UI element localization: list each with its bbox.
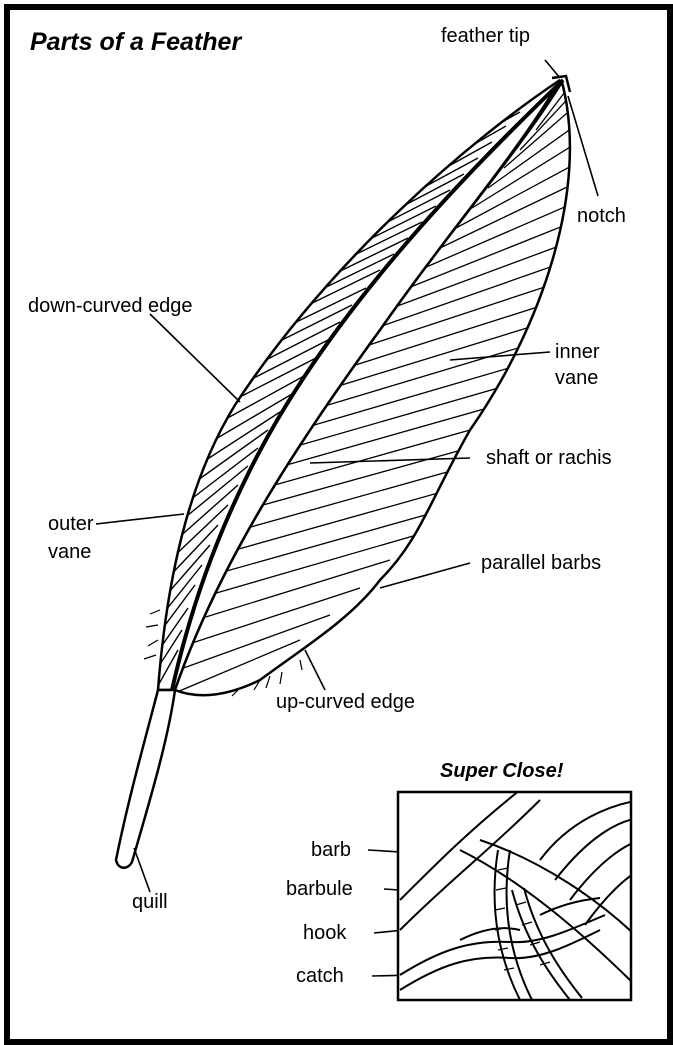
label-outer-vane-line1: outer — [48, 512, 94, 536]
label-inner-vane-line2: vane — [555, 366, 598, 390]
closeup-title: Super Close! — [440, 760, 563, 783]
label-shaft-rachis: shaft or rachis — [486, 446, 612, 470]
label-outer-vane-line2: vane — [48, 540, 91, 564]
label-down-curved-edge: down-curved edge — [28, 294, 193, 318]
closeup-box — [398, 790, 640, 1000]
label-catch: catch — [296, 964, 344, 988]
label-barb: barb — [311, 838, 351, 862]
label-hook: hook — [303, 921, 346, 945]
label-barbule: barbule — [286, 877, 353, 901]
label-parallel-barbs: parallel barbs — [481, 551, 601, 575]
label-inner-vane-line1: inner — [555, 340, 599, 364]
label-up-curved-edge: up-curved edge — [276, 690, 415, 714]
label-feather-tip: feather tip — [441, 24, 530, 48]
inner-vane — [144, 80, 590, 696]
label-quill: quill — [132, 890, 168, 914]
page-title: Parts of a Feather — [30, 28, 241, 57]
label-notch: notch — [577, 204, 626, 228]
quill-shape — [116, 690, 175, 868]
